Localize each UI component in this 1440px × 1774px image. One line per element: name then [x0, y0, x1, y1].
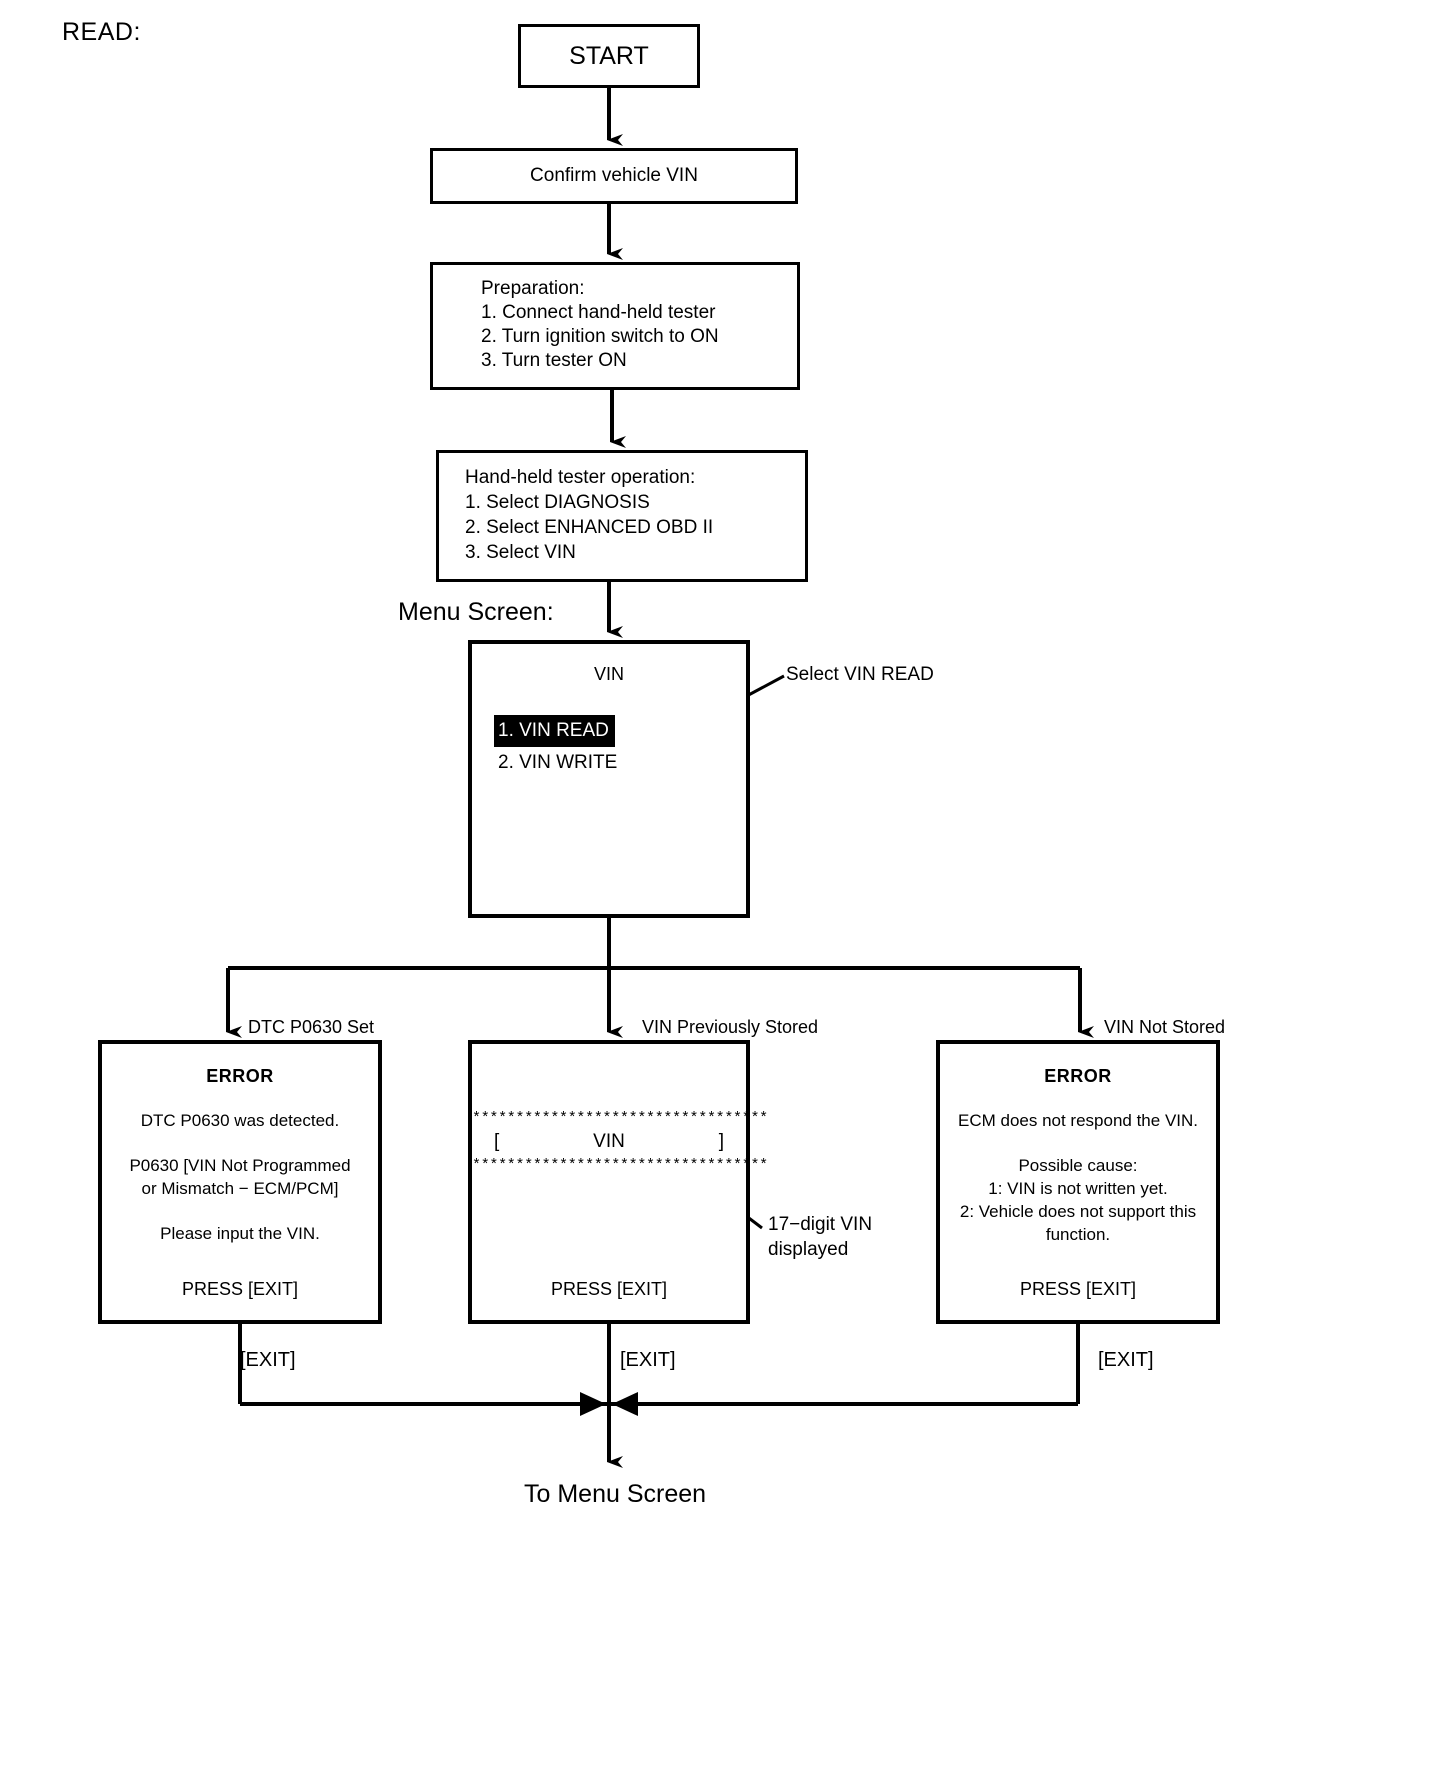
menu-item-vin-write[interactable]: 2. VIN WRITE: [498, 752, 618, 773]
vin-stars-bottom: **********************************: [472, 1157, 768, 1174]
vin-stars-top: **********************************: [472, 1110, 768, 1127]
tester-menu-list: 1. VIN READ 2. VIN WRITE: [472, 715, 746, 779]
error-p0630-line1: DTC P0630 was detected.: [140, 1111, 340, 1130]
exit-label-middle: [EXIT]: [620, 1349, 676, 1371]
node-confirm-vin-label: Confirm vehicle VIN: [530, 165, 698, 186]
error-p0630-detail: P0630 [VIN Not Programmed or Mismatch − …: [102, 1154, 378, 1200]
callout-17-line1: 17−digit VIN: [768, 1214, 873, 1235]
error-p0630-press-exit: PRESS [EXIT]: [181, 1279, 299, 1299]
vin-bracket-open: [: [494, 1131, 500, 1152]
preparation-title: Preparation:: [481, 278, 585, 299]
error-p0630-line2a: P0630 [VIN Not Programmed: [129, 1156, 351, 1175]
screen-error-p0630: ERROR DTC P0630 was detected. P0630 [VIN…: [98, 1040, 382, 1324]
vin-stored-press-exit: PRESS [EXIT]: [550, 1279, 668, 1299]
tester-operation-step-3: 3. Select VIN: [465, 542, 576, 563]
screen-vin-stored: ********************************** [ VIN…: [468, 1040, 768, 1324]
branch-label-vin-not-stored: VIN Not Stored: [1104, 1017, 1226, 1037]
tester-operation-step-2: 2. Select ENHANCED OBD II: [465, 517, 714, 538]
callout-17-digit-vin: 17−digit VIN displayed: [768, 1212, 872, 1262]
menu-row-vin-read[interactable]: 1. VIN READ: [494, 715, 746, 747]
menu-screen-label: Menu Screen:: [398, 598, 554, 626]
node-start-label: START: [569, 41, 649, 70]
tester-operation-title: Hand-held tester operation:: [465, 467, 696, 488]
error-no-vin-cause-2b: function.: [1045, 1225, 1111, 1244]
error-no-vin-causes: Possible cause: 1: VIN is not written ye…: [940, 1154, 1216, 1246]
error-no-vin-cause-1: 1: VIN is not written yet.: [988, 1179, 1168, 1198]
tester-operation-step-1: 1. Select DIAGNOSIS: [465, 492, 650, 513]
menu-row-vin-write[interactable]: 2. VIN WRITE: [494, 747, 746, 779]
error-no-vin-cause-title: Possible cause:: [1018, 1156, 1138, 1175]
preparation-step-3: 3. Turn tester ON: [481, 350, 627, 371]
error-p0630-line3: Please input the VIN.: [160, 1224, 320, 1243]
exit-label-right: [EXIT]: [1098, 1349, 1154, 1371]
callout-17-line2: displayed: [768, 1239, 849, 1260]
error-no-vin-cause-2a: 2: Vehicle does not support this: [959, 1202, 1197, 1221]
tester-menu-title: VIN: [593, 664, 624, 684]
exit-label-left: [EXIT]: [240, 1349, 296, 1371]
vin-bracket-close: ]: [718, 1131, 724, 1152]
screen-error-no-vin: ERROR ECM does not respond the VIN. Poss…: [936, 1040, 1220, 1324]
preparation-step-2: 2. Turn ignition switch to ON: [481, 326, 719, 347]
vin-display-row: [ VIN ]: [472, 1131, 746, 1153]
footer-to-menu-screen: To Menu Screen: [524, 1480, 707, 1508]
branch-label-dtc-set: DTC P0630 Set: [248, 1017, 375, 1037]
preparation-step-1: 1. Connect hand-held tester: [481, 302, 716, 323]
node-preparation: Preparation: 1. Connect hand-held tester…: [430, 262, 800, 390]
branch-label-vin-stored: VIN Previously Stored: [642, 1017, 819, 1037]
error-no-vin-line1: ECM does not respond the VIN.: [957, 1111, 1199, 1130]
error-p0630-heading: ERROR: [206, 1066, 274, 1086]
callout-select-vin-read: Select VIN READ: [786, 664, 934, 685]
vin-value: VIN: [593, 1131, 625, 1152]
node-tester-operation: Hand-held tester operation: 1. Select DI…: [436, 450, 808, 582]
error-p0630-line2b: or Mismatch − ECM/PCM]: [141, 1179, 339, 1198]
node-confirm-vin: Confirm vehicle VIN: [430, 148, 798, 204]
tester-menu-screen: VIN 1. VIN READ 2. VIN WRITE: [468, 640, 750, 918]
node-start: START: [518, 24, 700, 88]
error-no-vin-press-exit: PRESS [EXIT]: [1019, 1279, 1137, 1299]
menu-item-vin-read[interactable]: 1. VIN READ: [494, 715, 615, 747]
error-no-vin-heading: ERROR: [1044, 1066, 1112, 1086]
page-title: READ:: [62, 18, 141, 46]
